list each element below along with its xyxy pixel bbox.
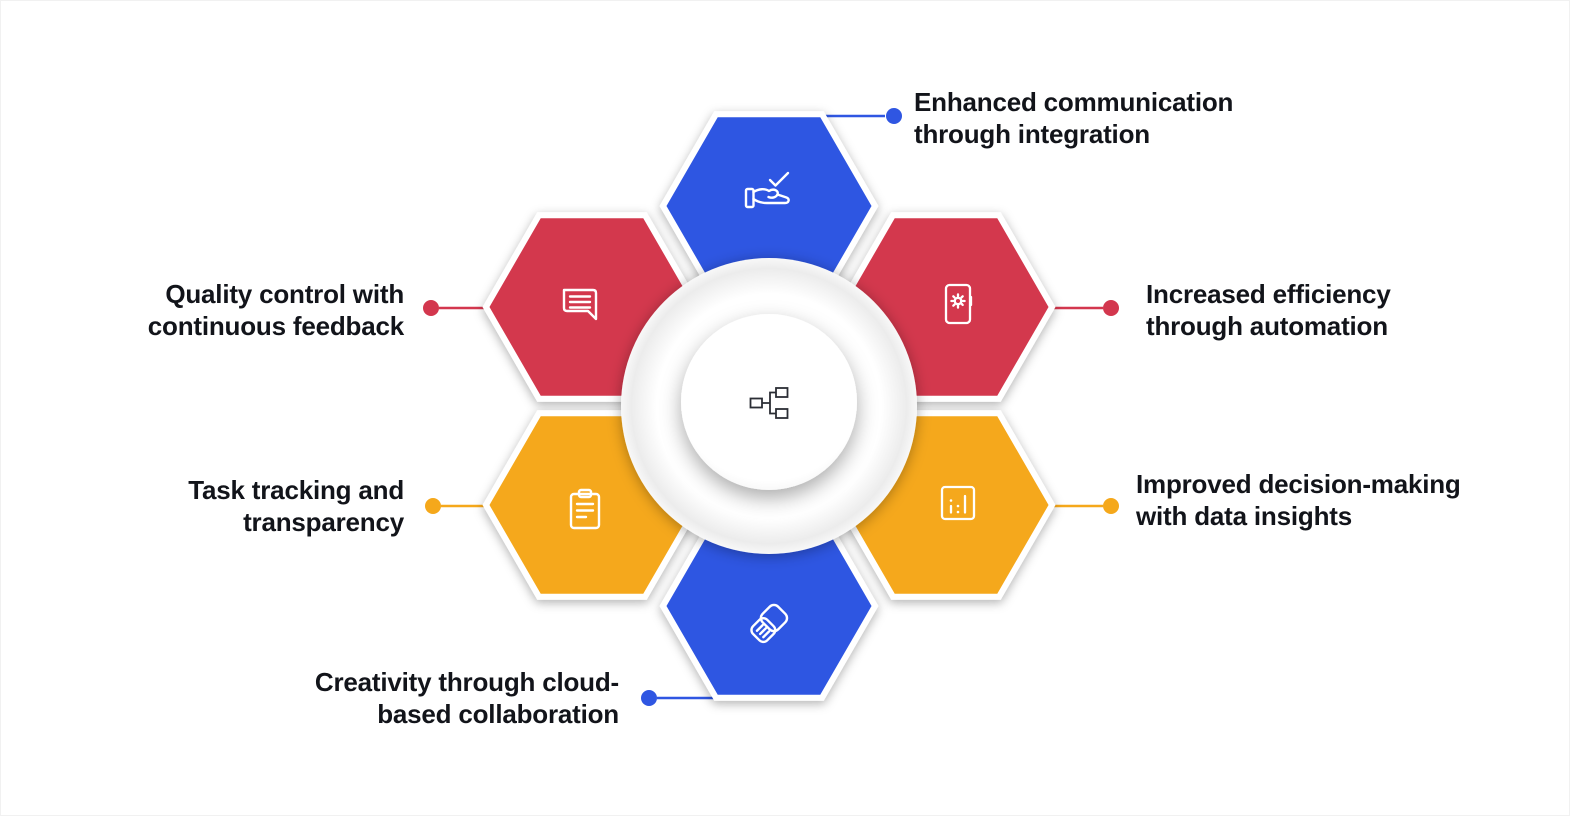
connector-upper-left	[423, 300, 486, 316]
connector-dot	[425, 498, 441, 514]
hand-check-icon	[744, 171, 790, 209]
connector-bottom	[641, 690, 716, 706]
phone-gear-icon	[944, 283, 973, 325]
network-tree-icon	[749, 387, 789, 419]
connector-dot	[886, 108, 902, 124]
label-improved-decision-making: Improved decision-making with data insig…	[1136, 469, 1461, 531]
handshake-icon	[750, 603, 789, 644]
label-task-tracking: Task tracking and transparency	[188, 475, 404, 537]
clipboard-icon	[569, 488, 601, 530]
label-creativity-collaboration: Creativity through cloud- based collabor…	[314, 667, 619, 729]
center-circle	[681, 314, 857, 490]
connector-dot	[641, 690, 657, 706]
label-increased-efficiency: Increased efficiency through automation	[1146, 279, 1391, 341]
connector-lower-right	[1052, 498, 1119, 514]
connector-dot	[1103, 498, 1119, 514]
connector-dot	[1103, 300, 1119, 316]
connector-lower-left	[425, 498, 486, 514]
label-enhanced-communication: Enhanced communication through integrati…	[914, 87, 1234, 149]
connector-upper-right	[1052, 300, 1119, 316]
connector-top	[822, 108, 902, 124]
label-quality-control: Quality control with continuous feedback	[147, 279, 404, 341]
connector-dot	[423, 300, 439, 316]
chat-message-icon	[562, 288, 598, 321]
bar-chart-icon	[940, 485, 976, 521]
